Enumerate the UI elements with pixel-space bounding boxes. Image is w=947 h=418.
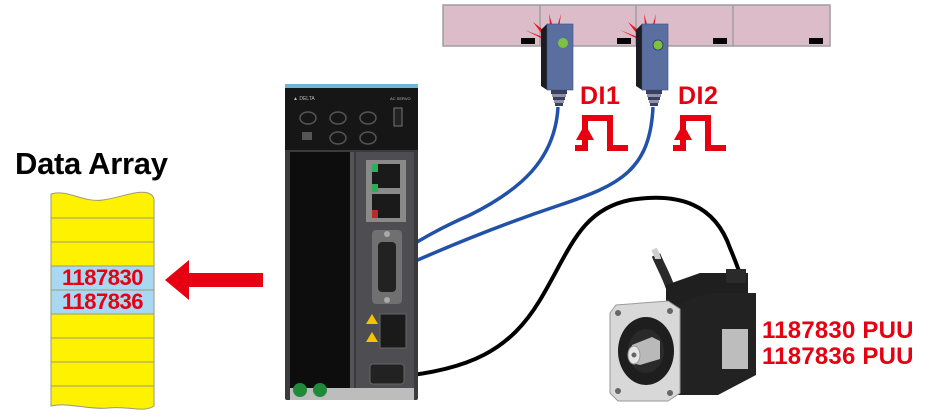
warning-icon	[366, 332, 378, 342]
terminal-screw	[313, 383, 327, 397]
photo-sensor-1	[525, 14, 574, 106]
cable-gland	[646, 90, 662, 106]
usb-port	[393, 107, 403, 127]
product-mark	[713, 38, 727, 44]
data-array-title: Data Array	[15, 146, 168, 181]
data-array-cell: 1187836	[62, 289, 143, 314]
row-dividers	[51, 217, 154, 387]
terminal-screw	[293, 383, 307, 397]
data-array-cell: 1187830	[62, 265, 143, 290]
svg-text:AC SERVO: AC SERVO	[390, 96, 411, 101]
di1-signal-cable	[403, 106, 560, 252]
di2-label: DI2	[678, 82, 719, 110]
cable-gland	[551, 90, 567, 106]
keypad	[299, 111, 377, 145]
motor-position-readout-1: 1187830 PUU	[762, 317, 914, 344]
svg-text:▲ DELTA: ▲ DELTA	[293, 96, 315, 102]
data-array-shape	[50, 191, 155, 410]
di1-label: DI1	[580, 82, 621, 110]
rising-edge-pulse-icon	[673, 115, 726, 151]
warning-icon	[366, 314, 378, 324]
led-indicator-icon	[558, 38, 568, 48]
encoder-port	[369, 363, 405, 385]
rising-edge-pulse-icon	[575, 115, 628, 151]
servo-drive: ▲ DELTA AC SERVO	[285, 84, 418, 400]
product-mark	[809, 38, 823, 44]
motor-position-readout-2: 1187836 PUU	[762, 343, 914, 370]
data-array: 1187830 1187836	[48, 190, 160, 414]
servo-motor	[609, 247, 756, 402]
led-indicator-icon	[652, 39, 664, 51]
left-arrow-icon	[165, 260, 263, 300]
product-mark	[521, 38, 535, 44]
motor-nameplate	[722, 329, 748, 369]
product-mark	[617, 38, 631, 44]
photo-sensor-2	[620, 14, 669, 106]
